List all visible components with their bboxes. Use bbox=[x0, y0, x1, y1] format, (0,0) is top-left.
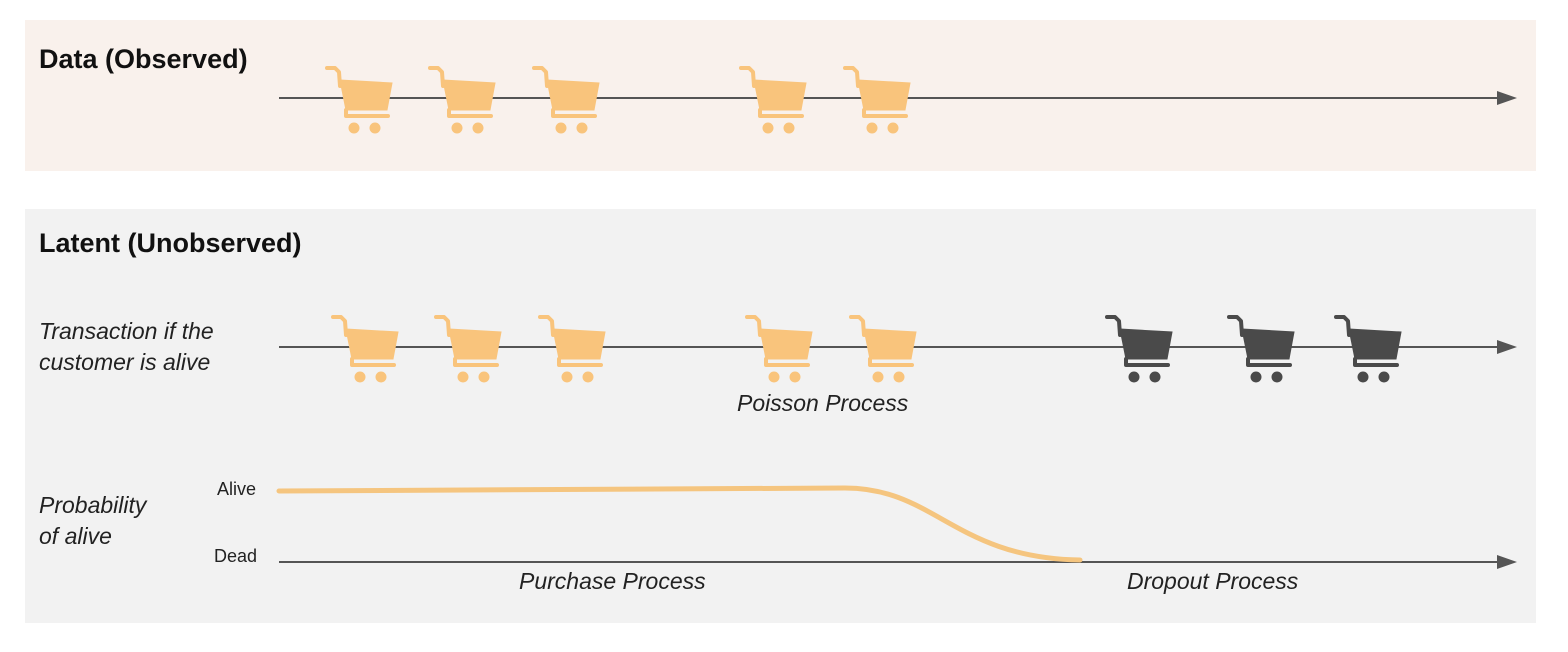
poisson-process-label: Poisson Process bbox=[737, 390, 909, 416]
observed-panel: Data (Observed) bbox=[25, 20, 1536, 171]
latent-title: Latent (Unobserved) bbox=[39, 228, 302, 258]
probability-row-label-line1: Probability bbox=[39, 492, 147, 518]
probability-row-label: Probability of alive bbox=[39, 490, 146, 552]
observed-title: Data (Observed) bbox=[39, 44, 248, 74]
dropout-process-label: Dropout Process bbox=[1127, 568, 1299, 594]
transaction-row-label-line2: customer is alive bbox=[39, 349, 211, 375]
probability-row-label-line2: of alive bbox=[39, 523, 112, 549]
purchase-process-label: Purchase Process bbox=[519, 568, 706, 594]
alive-label: Alive bbox=[217, 479, 257, 499]
transaction-row-label-line1: Transaction if the bbox=[39, 318, 214, 344]
transaction-row-label: Transaction if the customer is alive bbox=[39, 316, 214, 378]
dead-label: Dead bbox=[214, 546, 258, 566]
